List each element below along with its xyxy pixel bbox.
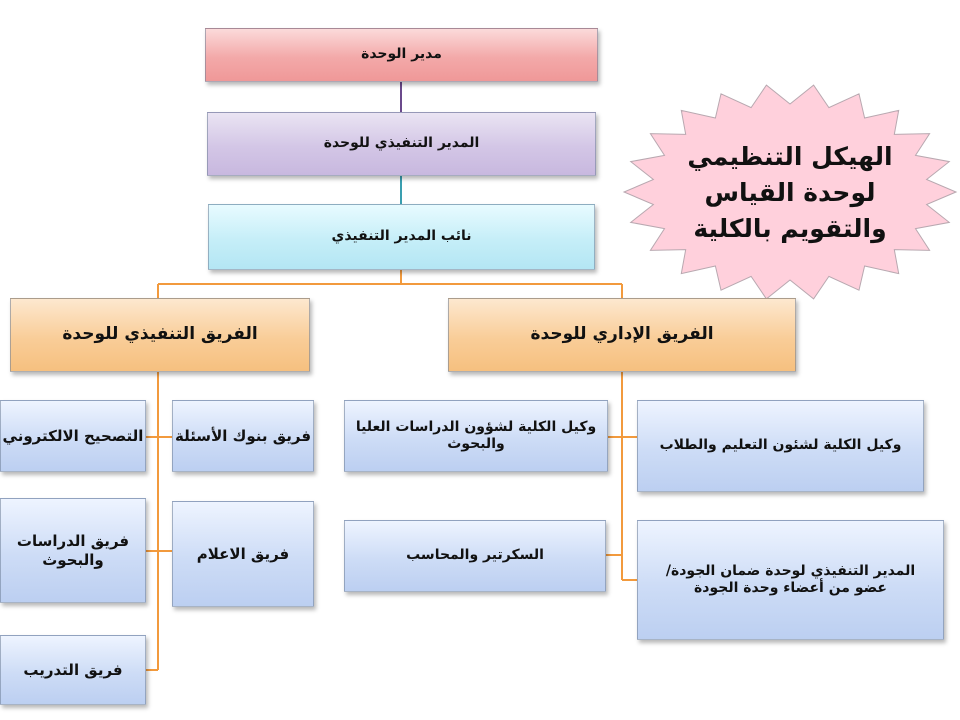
chart-title: الهيكل التنظيمي لوحدة القياس والتقويم با… — [687, 141, 893, 244]
vice-dean-graduate-box: وكيل الكلية لشؤون الدراسات العليا والبحو… — [344, 400, 608, 472]
secretary-accountant-box: السكرتير والمحاسب — [344, 520, 606, 592]
orange-connectors — [146, 270, 637, 671]
media-team-box: فريق الاعلام — [172, 501, 314, 607]
electronic-correction-box: التصحيح الالكتروني — [0, 400, 146, 472]
administrative-team-box: الفريق الإداري للوحدة — [448, 298, 796, 372]
qa-executive-director-box: المدير التنفيذي لوحدة ضمان الجودة/ عضو م… — [637, 520, 944, 640]
title-burst-shape — [622, 84, 958, 300]
executive-team-box: الفريق التنفيذي للوحدة — [10, 298, 310, 372]
vice-dean-education-box: وكيل الكلية لشئون التعليم والطلاب — [637, 400, 924, 492]
executive-director-box: المدير التنفيذي للوحدة — [207, 112, 596, 176]
studies-research-team-box: فريق الدراسات والبحوث — [0, 498, 146, 603]
question-banks-team-box: فريق بنوك الأسئلة — [172, 400, 314, 472]
training-team-box: فريق التدريب — [0, 635, 146, 705]
unit-director-box: مدير الوحدة — [205, 28, 598, 82]
deputy-executive-director-box: نائب المدير التنفيذي — [208, 204, 595, 270]
